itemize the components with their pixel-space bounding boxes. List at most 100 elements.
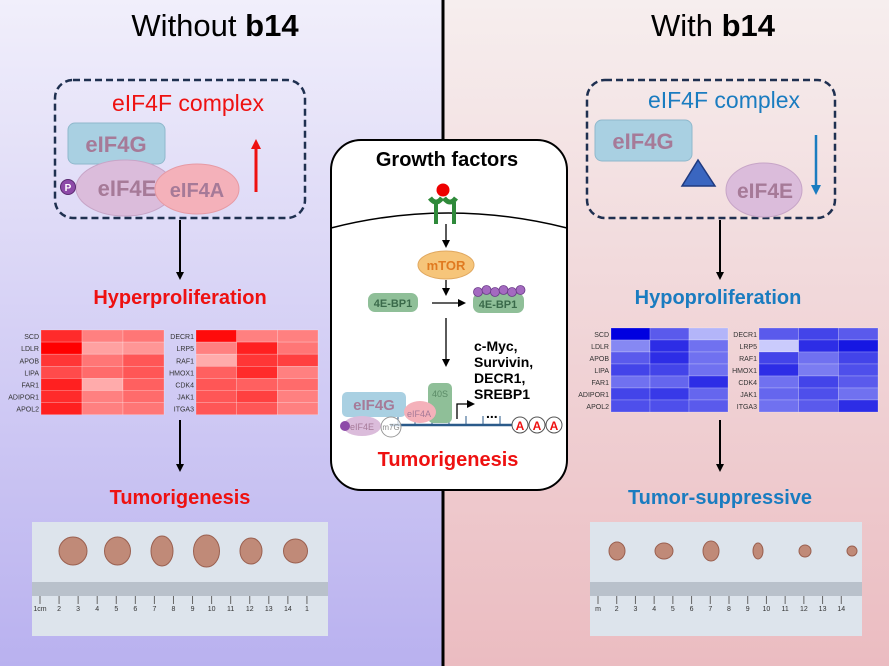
target-gene: SREBP1 <box>474 386 530 402</box>
heatmap-cell <box>81 365 124 379</box>
polya-circle <box>528 416 546 434</box>
center-eif4e <box>343 416 381 436</box>
target-gene: Survivin, <box>474 354 533 370</box>
tumor-specimen <box>239 537 263 565</box>
ruler-label: 6 <box>133 606 137 613</box>
polya-tail: A A A <box>511 416 563 434</box>
left-complex-label: eIF4F complex <box>112 90 265 116</box>
ruler-label: 3 <box>76 606 80 613</box>
heatmap-cell <box>236 329 278 343</box>
phospho-icon <box>340 421 350 431</box>
gene-label: DECR1 <box>170 334 194 341</box>
ruler-label: 12 <box>246 606 254 613</box>
heatmap-cell <box>688 375 729 389</box>
heatmap-cell <box>798 387 839 401</box>
gene-label: CDK4 <box>175 382 194 389</box>
heatmap-cell <box>122 402 165 416</box>
heatmap-cell <box>610 363 651 377</box>
heatmap-cell <box>838 387 879 401</box>
heatmap-cell <box>122 365 165 379</box>
phospho-icon <box>473 287 483 297</box>
heatmap-cell <box>236 353 278 367</box>
heatmap-cell <box>758 363 799 377</box>
heatmap-cell <box>798 327 839 341</box>
heatmap-cell <box>838 375 879 389</box>
right-heatmap: SCDLDLRAPOBLIPAFAR1ADIPOR1APOL2DECR1LRP5… <box>578 327 879 413</box>
heatmap-cell <box>798 351 839 365</box>
heatmap-cell <box>195 402 237 416</box>
heatmap-cell <box>40 341 83 355</box>
heatmap-cell <box>758 327 799 341</box>
right-outcome-tumor-suppressive: Tumor-suppressive <box>628 487 812 509</box>
right-complex-box <box>585 78 837 220</box>
ruler-label: 7 <box>152 606 156 613</box>
ruler-label: 13 <box>819 606 827 613</box>
40s-label: 40S <box>432 389 448 399</box>
heatmap-cell <box>40 390 83 403</box>
heatmap-cell <box>236 402 278 416</box>
heatmap-cell <box>277 402 319 416</box>
polya-label: A <box>533 419 542 433</box>
right-eif4e-label: eIF4E <box>737 180 793 203</box>
gene-label: JAK1 <box>177 395 194 402</box>
left-eif4a <box>154 163 240 215</box>
right-title: With b14 <box>651 8 776 43</box>
growth-factors-title: Growth factors <box>376 149 518 171</box>
heatmap-cell <box>610 399 651 413</box>
heatmap-cell <box>758 339 799 353</box>
heatmap-cell <box>688 339 729 353</box>
heatmap-cell <box>40 402 83 416</box>
left-outcome-tumorigenesis: Tumorigenesis <box>110 487 251 509</box>
ruler-label: 13 <box>265 606 273 613</box>
heatmap-cell <box>40 378 83 391</box>
ruler-label: 5 <box>671 606 675 613</box>
center-eif4a <box>404 401 436 423</box>
heatmap-cell <box>610 351 651 365</box>
heatmap-cell <box>758 375 799 389</box>
heatmap-cell <box>236 341 278 355</box>
heatmap-cell <box>649 339 690 353</box>
left-eif4g-label: eIF4G <box>85 132 146 157</box>
polya-circle <box>511 416 529 434</box>
gene-label: CDK4 <box>738 380 757 387</box>
gene-label: APOL2 <box>586 404 609 411</box>
ruler-label: 1cm <box>33 606 46 613</box>
mtor-label: mTOR <box>427 258 466 273</box>
phospho-chain <box>473 285 526 297</box>
gene-label: FAR1 <box>591 380 609 387</box>
photo-background <box>590 522 862 636</box>
heatmap-cell <box>758 387 799 401</box>
heatmap-cell <box>277 390 319 403</box>
heatmap-cell <box>122 329 165 343</box>
mtor-node <box>417 250 475 280</box>
heatmap-cell <box>758 399 799 413</box>
center-eif4a-label: eIF4A <box>407 409 431 419</box>
ruler-label: 10 <box>208 606 216 613</box>
phospho-label: P <box>65 183 72 194</box>
phospho-4ebp1-label: 4E-BP1 <box>479 299 518 311</box>
ruler-label: m <box>595 606 601 613</box>
ruler-label: 10 <box>763 606 771 613</box>
gene-label: APOL2 <box>16 407 39 414</box>
ligand-icon <box>436 183 450 197</box>
heatmap-cell <box>81 402 124 416</box>
gene-label: HMOX1 <box>732 368 757 375</box>
heatmap-cell <box>277 329 319 343</box>
heatmap-cell <box>81 329 124 343</box>
heatmap-cell <box>649 399 690 413</box>
heatmap-cell <box>610 375 651 389</box>
heatmap-cell <box>649 375 690 389</box>
right-outcome-hypoproliferation: Hypoproliferation <box>635 287 802 309</box>
gene-label: ITGA3 <box>737 404 757 411</box>
gene-label: ITGA3 <box>174 407 194 414</box>
heatmap-cell <box>688 351 729 365</box>
heatmap-cell <box>277 378 319 391</box>
center-eif4g <box>342 392 406 417</box>
phospho-icon <box>498 285 509 295</box>
gene-label: LIPA <box>594 368 609 375</box>
heatmap-cell <box>798 363 839 377</box>
left-eif4e-label: eIF4E <box>98 176 157 201</box>
heatmap-cell <box>798 375 839 389</box>
